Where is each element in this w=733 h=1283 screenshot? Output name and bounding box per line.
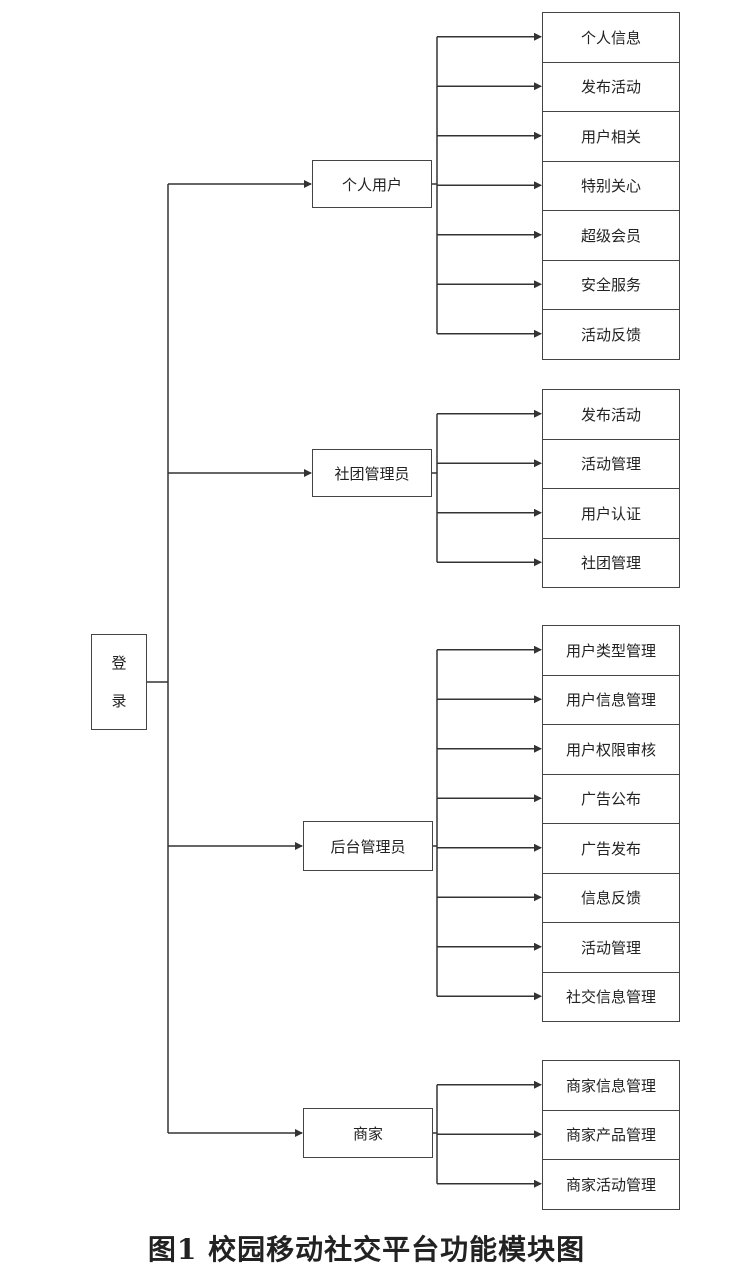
module-item: 商家产品管理 — [542, 1109, 680, 1160]
group-node-0: 个人用户 — [312, 160, 432, 208]
module-item-label: 社团管理 — [580, 554, 641, 573]
module-item-label: 发布活动 — [580, 405, 641, 424]
root-label: 登录 — [111, 654, 127, 710]
module-item-label: 特别关心 — [580, 177, 641, 196]
module-item-label: 个人信息 — [580, 28, 641, 47]
module-item: 信息反馈 — [542, 872, 680, 923]
module-item-label: 广告发布 — [580, 839, 641, 858]
module-item-label: 安全服务 — [580, 276, 641, 295]
module-item: 发布活动 — [542, 389, 680, 440]
module-item-label: 商家产品管理 — [565, 1126, 656, 1145]
module-item: 特别关心 — [542, 160, 680, 211]
module-item: 活动管理 — [542, 922, 680, 973]
module-item-label: 用户认证 — [580, 504, 641, 523]
module-item-label: 活动反馈 — [580, 325, 641, 344]
module-item: 活动管理 — [542, 438, 680, 489]
group-node-1: 社团管理员 — [312, 449, 432, 497]
module-item: 安全服务 — [542, 259, 680, 310]
module-item: 活动反馈 — [542, 309, 680, 360]
module-item: 广告公布 — [542, 773, 680, 824]
module-item-label: 信息反馈 — [580, 889, 641, 908]
module-item-label: 超级会员 — [580, 226, 641, 245]
module-item: 用户权限审核 — [542, 724, 680, 775]
module-item: 用户认证 — [542, 488, 680, 539]
module-item: 商家活动管理 — [542, 1159, 680, 1210]
module-item-label: 用户权限审核 — [565, 740, 656, 759]
root-node-login: 登录 — [91, 634, 147, 730]
module-item-label: 商家信息管理 — [565, 1076, 656, 1095]
group-node-2: 后台管理员 — [303, 821, 433, 871]
module-item-label: 活动管理 — [580, 455, 641, 474]
figure-caption: 图1 校园移动社交平台功能模块图 — [147, 1233, 586, 1266]
module-item-label: 活动管理 — [580, 938, 641, 957]
module-item-label: 用户类型管理 — [565, 641, 656, 660]
group-node-3: 商家 — [303, 1108, 433, 1158]
module-item: 用户信息管理 — [542, 674, 680, 725]
module-item-label: 发布活动 — [580, 78, 641, 97]
module-item: 用户相关 — [542, 111, 680, 162]
module-item-label: 广告公布 — [580, 790, 641, 809]
module-item: 广告发布 — [542, 823, 680, 874]
module-item-label: 用户相关 — [580, 127, 641, 146]
group-label: 后台管理员 — [330, 837, 406, 856]
module-item-label: 社交信息管理 — [565, 988, 656, 1007]
module-item: 个人信息 — [542, 12, 680, 63]
group-label: 商家 — [352, 1124, 383, 1143]
group-label: 社团管理员 — [334, 464, 410, 483]
group-label: 个人用户 — [341, 175, 402, 194]
module-item: 发布活动 — [542, 61, 680, 112]
module-item-label: 用户信息管理 — [565, 691, 656, 710]
module-item: 社交信息管理 — [542, 971, 680, 1022]
module-item: 超级会员 — [542, 210, 680, 261]
module-item: 商家信息管理 — [542, 1060, 680, 1111]
module-item: 社团管理 — [542, 537, 680, 588]
module-item: 用户类型管理 — [542, 625, 680, 676]
module-item-label: 商家活动管理 — [565, 1175, 656, 1194]
